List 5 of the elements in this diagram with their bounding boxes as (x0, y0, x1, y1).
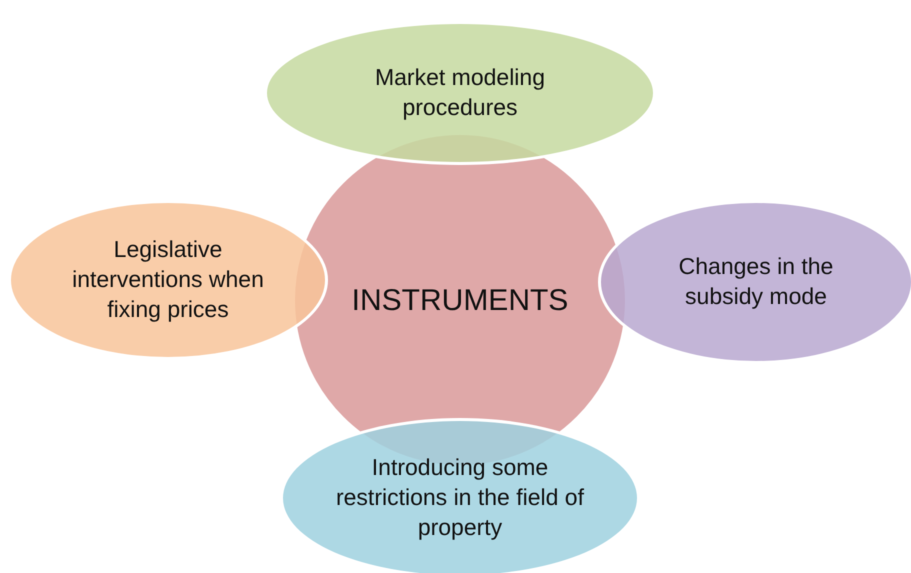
node-text: INSTRUMENTS (352, 282, 568, 318)
node-text: Changes in the subsidy mode (678, 252, 834, 311)
node-text: Market modeling procedures (374, 63, 546, 122)
node-text: Legislative interventions when fixing prices (71, 235, 265, 324)
node-text: Introducing some restrictions in the field of property (335, 453, 585, 542)
